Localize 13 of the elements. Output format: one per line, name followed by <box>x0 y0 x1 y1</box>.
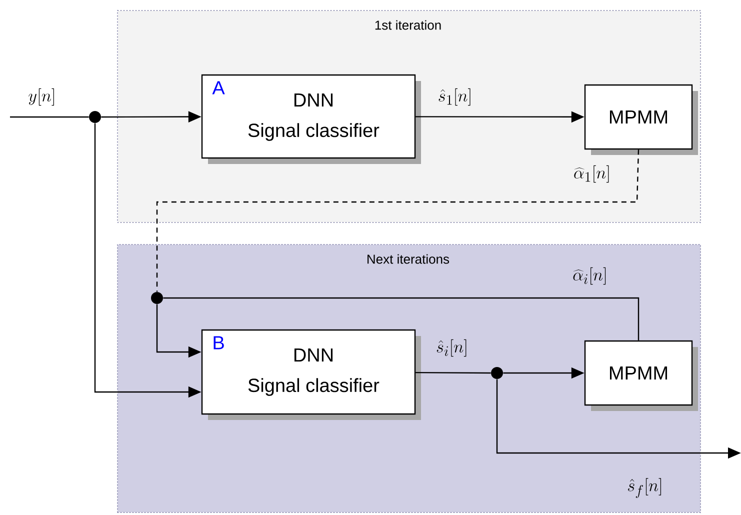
junction-dot <box>89 111 101 123</box>
junction-dot <box>151 292 163 304</box>
edge-label: $\hat{s}_f[n]$ <box>628 478 662 498</box>
edge-label: $\hat{s}_i[n]$ <box>436 339 466 357</box>
edge-label: $\hat{s}_1[n]$ <box>438 88 470 106</box>
process-box: MPMM <box>584 340 698 411</box>
junction-dot <box>491 367 503 379</box>
process-box: B DNN Signal classifier <box>201 329 421 420</box>
process-box: A DNN Signal classifier <box>201 74 421 164</box>
edge-label: $\widehat{\alpha}_i[n]$ <box>573 267 606 285</box>
edge-label: $y[n]$ <box>28 88 54 106</box>
process-box: MPMM <box>584 84 698 155</box>
edge-label: $\widehat{\alpha}_1[n]$ <box>574 165 609 183</box>
